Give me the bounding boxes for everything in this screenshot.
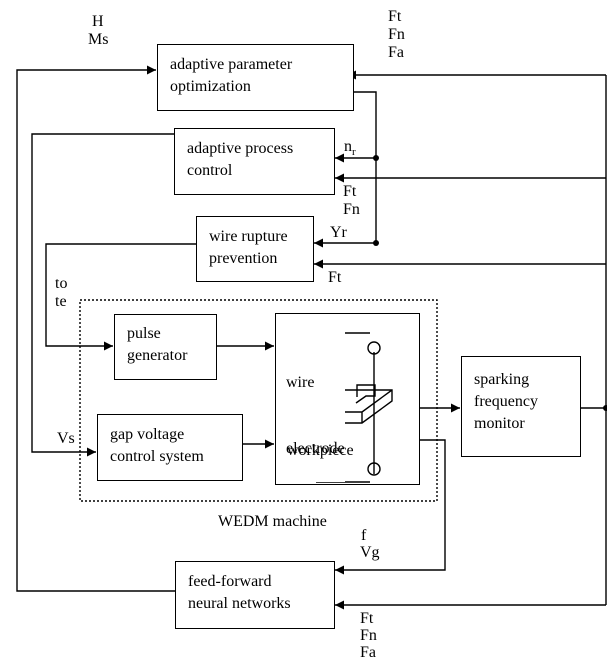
signal-bottom-ft: Ft	[360, 610, 374, 627]
junction-dot	[373, 155, 379, 161]
signal-nr: nr	[344, 138, 356, 158]
block-label-line: optimization	[170, 78, 251, 95]
block-label-line: frequency	[474, 393, 538, 410]
junction-dot	[603, 405, 607, 411]
wire-rupture-prevention-block: wire rupture prevention	[196, 216, 314, 282]
adaptive-parameter-optimization-block: adaptive parameter optimization	[157, 44, 354, 111]
signal-vg: Vg	[360, 544, 380, 561]
signal-nr-base: n	[344, 138, 352, 155]
signal-vs: Vs	[57, 430, 75, 447]
block-label-line: feed-forward	[188, 573, 272, 590]
block-label-line: neural networks	[188, 595, 291, 612]
sparking-frequency-monitor-block: sparking frequency monitor	[461, 356, 581, 457]
block-label-line: adaptive process	[187, 140, 294, 157]
signal-apc-fn: Fn	[343, 201, 360, 218]
wire-electrode-label: wire electrode	[286, 328, 345, 482]
signal-te: te	[55, 293, 67, 310]
signal-yr: Yr	[330, 224, 347, 241]
signal-top-fa: Fa	[388, 44, 404, 61]
block-label-line: pulse	[127, 325, 161, 342]
wire-electrode-workpiece-block	[275, 313, 420, 485]
block-label-line: adaptive parameter	[170, 56, 293, 73]
signal-apc-ft: Ft	[343, 183, 357, 200]
pulse-generator-block: pulse generator	[114, 314, 217, 380]
block-label-line: sparking	[474, 371, 530, 388]
signal-bottom-fn: Fn	[360, 627, 377, 644]
feed-forward-neural-networks-block: feed-forward neural networks	[175, 561, 335, 629]
junction-dot	[373, 240, 379, 246]
block-label-line: monitor	[474, 415, 525, 432]
block-label-line: control	[187, 162, 233, 179]
arrow-process-control-to-gap-voltage	[31, 133, 174, 457]
block-label-line: gap voltage	[110, 426, 185, 443]
block-label-line: control system	[110, 448, 204, 465]
signal-f: f	[361, 527, 367, 544]
signal-nr-subscript: r	[352, 146, 356, 158]
workpiece-symbol	[299, 384, 393, 424]
signal-top-fn: Fn	[388, 26, 405, 43]
wedm-machine-label: WEDM machine	[218, 513, 327, 530]
signal-wr-ft: Ft	[328, 269, 342, 286]
block-label-line: prevention	[209, 250, 278, 267]
signal-top-ft: Ft	[388, 8, 402, 25]
signal-h: H	[92, 13, 104, 30]
block-label-line: electrode	[286, 440, 345, 457]
workpiece-label: workpiece	[287, 442, 354, 459]
adaptive-process-control-block: adaptive process control	[174, 128, 335, 195]
block-label-line: wire	[286, 374, 315, 391]
signal-to: to	[55, 275, 68, 292]
signal-bottom-fa: Fa	[360, 644, 376, 661]
signal-ms: Ms	[88, 31, 109, 48]
arrow-machine-to-nn-f-vg	[335, 439, 446, 575]
block-label-line: wire rupture	[209, 228, 288, 245]
parameter-optimization-output-bus	[354, 91, 377, 243]
gap-voltage-control-system-block: gap voltage control system	[97, 414, 243, 481]
arrow-rupture-to-pulse-generator	[45, 243, 196, 351]
arrow-nn-to-parameter-optimization	[16, 65, 175, 592]
block-label-line: generator	[127, 347, 188, 364]
wedm-machine-frame	[79, 299, 438, 502]
